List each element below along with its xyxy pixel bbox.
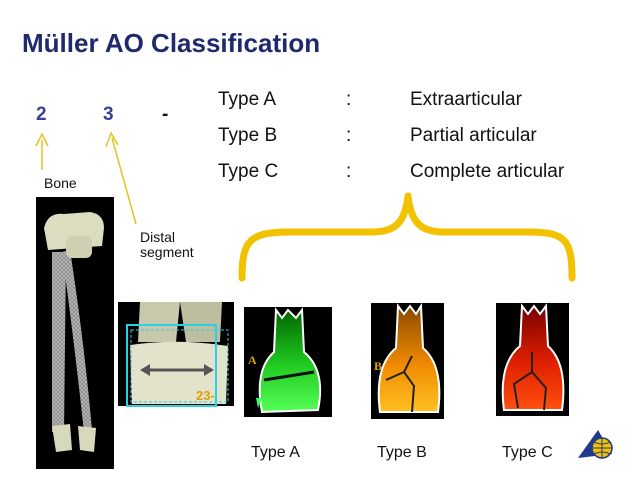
type-b-sep: : <box>346 125 352 146</box>
caption-type-b: Type B <box>377 444 427 461</box>
caption-type-a: Type A <box>251 444 300 461</box>
type-a-mark: A <box>248 353 257 367</box>
caption-type-c: Type C <box>502 444 553 461</box>
bone-arrow <box>35 132 49 170</box>
type-c-sep: : <box>346 161 352 182</box>
zone-mark: 23- <box>196 388 215 403</box>
forearm-image <box>36 197 114 469</box>
type-c-desc: Complete articular <box>410 161 565 182</box>
type-b-name: Type B <box>218 125 278 146</box>
page-title: Müller AO Classification <box>22 28 321 58</box>
bone-code: 2 <box>36 104 47 125</box>
bone-label: Bone <box>44 175 77 191</box>
type-a-sep: : <box>346 89 352 110</box>
type-brace <box>238 192 576 282</box>
type-c-name: Type C <box>218 161 279 182</box>
type-b-mark: B <box>374 359 382 373</box>
distal-segment-image <box>118 302 234 407</box>
segment-code: 3 <box>103 104 114 125</box>
type-b-image <box>371 302 444 419</box>
type-b-desc: Partial articular <box>410 125 537 146</box>
type-a-image <box>244 307 332 417</box>
segment-arrow <box>105 131 137 225</box>
ao-logo-icon <box>578 430 613 459</box>
segment-label-line2: segment <box>140 244 194 260</box>
type-c-image <box>496 303 569 416</box>
type-a-desc: Extraarticular <box>410 89 522 110</box>
segment-label-line1: Distal <box>140 229 176 245</box>
type-a-name: Type A <box>218 89 277 110</box>
code-dash: - <box>162 104 169 125</box>
